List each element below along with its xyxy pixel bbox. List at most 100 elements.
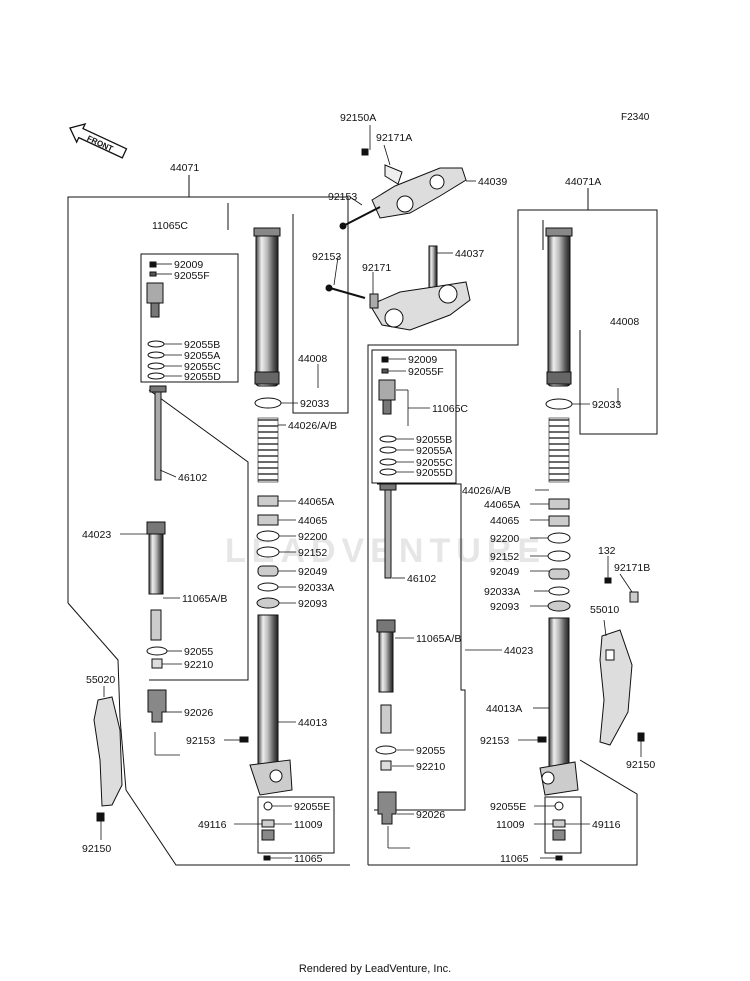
part-label: 92200: [298, 531, 327, 543]
part-labels: 92150A 92171A 44039 92153 92153 92171 44…: [82, 112, 655, 865]
part-label: 44008: [610, 316, 639, 328]
part-label: 44008: [298, 353, 327, 365]
part-label: 92049: [490, 566, 519, 578]
part-label: 92055B: [416, 434, 452, 446]
part-label: 92055E: [490, 801, 526, 813]
o-ring: [254, 397, 282, 409]
part-label: 11009: [294, 819, 323, 831]
part-label: 92171: [362, 262, 391, 274]
part-label: 92055E: [294, 801, 330, 813]
part-label: 92150: [82, 843, 111, 855]
part-label: 44013A: [486, 703, 522, 715]
part-label: 92055D: [184, 371, 221, 383]
part-label: 11065: [500, 853, 529, 865]
left-inner-tube: [249, 614, 293, 796]
part-label: 92055C: [184, 361, 221, 373]
front-arrow-icon: FRONT: [69, 123, 128, 159]
part-label: 49116: [198, 819, 227, 831]
upper-triple-clamp: [339, 148, 467, 230]
left-cartridge-top: [146, 261, 165, 380]
right-spring: [548, 417, 570, 483]
right-inner-tube: [539, 617, 579, 796]
part-label: 92055: [184, 646, 213, 658]
part-label: 44065: [298, 515, 327, 527]
part-label: 92152: [490, 551, 519, 563]
right-cartridge-top: [378, 356, 397, 476]
part-label: 44065: [490, 515, 519, 527]
part-label: 44026/A/B: [288, 420, 337, 432]
part-label: 44071: [170, 162, 199, 174]
part-label: 92055C: [416, 457, 453, 469]
part-label: 55020: [86, 674, 115, 686]
part-label: 92153: [312, 251, 341, 263]
part-label: 92049: [298, 566, 327, 578]
left-damper-rod: [146, 385, 168, 723]
part-label: 11065C: [432, 403, 468, 415]
part-label: 44026/A/B: [462, 485, 511, 497]
part-label: 92033A: [484, 586, 520, 598]
part-label: 44023: [504, 645, 533, 657]
part-label: 92026: [184, 707, 213, 719]
leader-lines: [100, 125, 642, 859]
part-label: 92026: [416, 809, 445, 821]
part-label: 11065C: [152, 220, 188, 232]
part-label: 92055F: [174, 270, 210, 282]
part-label: 46102: [407, 573, 436, 585]
lower-triple-clamp: [325, 245, 471, 331]
right-ring-stack: [547, 498, 571, 612]
part-label: 92009: [408, 354, 437, 366]
part-label: 46102: [178, 472, 207, 484]
part-label: 92093: [490, 601, 519, 613]
part-label: 44039: [478, 176, 507, 188]
part-label: 44071A: [565, 176, 601, 188]
part-label: 11009: [496, 819, 525, 831]
right-outer-tube: [545, 227, 573, 387]
part-label: 92055A: [184, 350, 220, 362]
part-label: 92033: [300, 398, 329, 410]
right-damper-rod: [375, 483, 397, 825]
part-label: 92033A: [298, 582, 334, 594]
left-guard: [93, 696, 123, 822]
o-ring: [545, 398, 573, 410]
left-spring: [257, 417, 279, 483]
part-label: 92055: [416, 745, 445, 757]
part-label: 92210: [184, 659, 213, 671]
part-label: 44023: [82, 529, 111, 541]
part-label: 44065A: [484, 499, 520, 511]
part-label: 92153: [480, 735, 509, 747]
part-label: 92009: [174, 259, 203, 271]
part-label: 92153: [328, 191, 357, 203]
left-ring-stack: [256, 495, 280, 609]
part-label: 92200: [490, 533, 519, 545]
part-label: 92210: [416, 761, 445, 773]
part-label: 11065A/B: [416, 633, 461, 645]
part-label: 92093: [298, 598, 327, 610]
left-bottom-parts: [239, 736, 275, 861]
part-label: 55010: [590, 604, 619, 616]
part-label: 92171A: [376, 132, 412, 144]
part-label: 92150A: [340, 112, 376, 124]
assembly-outlines: [67, 175, 658, 866]
footer-credit: Rendered by LeadVenture, Inc.: [298, 963, 452, 975]
part-label: 49116: [592, 819, 621, 831]
part-label: 92055B: [184, 339, 220, 351]
part-label: 44065A: [298, 496, 334, 508]
right-guard: [599, 577, 645, 746]
part-label: 92171B: [614, 562, 650, 574]
part-label: 92055F: [408, 366, 444, 378]
part-label: 92150: [626, 759, 655, 771]
part-label: 92152: [298, 547, 327, 559]
part-label: 132: [598, 545, 616, 557]
part-label: 11065A/B: [182, 593, 227, 605]
part-label: 92055A: [416, 445, 452, 457]
part-label: 92033: [592, 399, 621, 411]
figure-code: F2340: [621, 112, 650, 123]
part-label: 92055D: [416, 467, 453, 479]
part-label: 11065: [294, 853, 323, 865]
left-outer-tube: [253, 227, 281, 387]
part-label: 92153: [186, 735, 215, 747]
part-label: 44037: [455, 248, 484, 260]
part-label: 44013: [298, 717, 327, 729]
